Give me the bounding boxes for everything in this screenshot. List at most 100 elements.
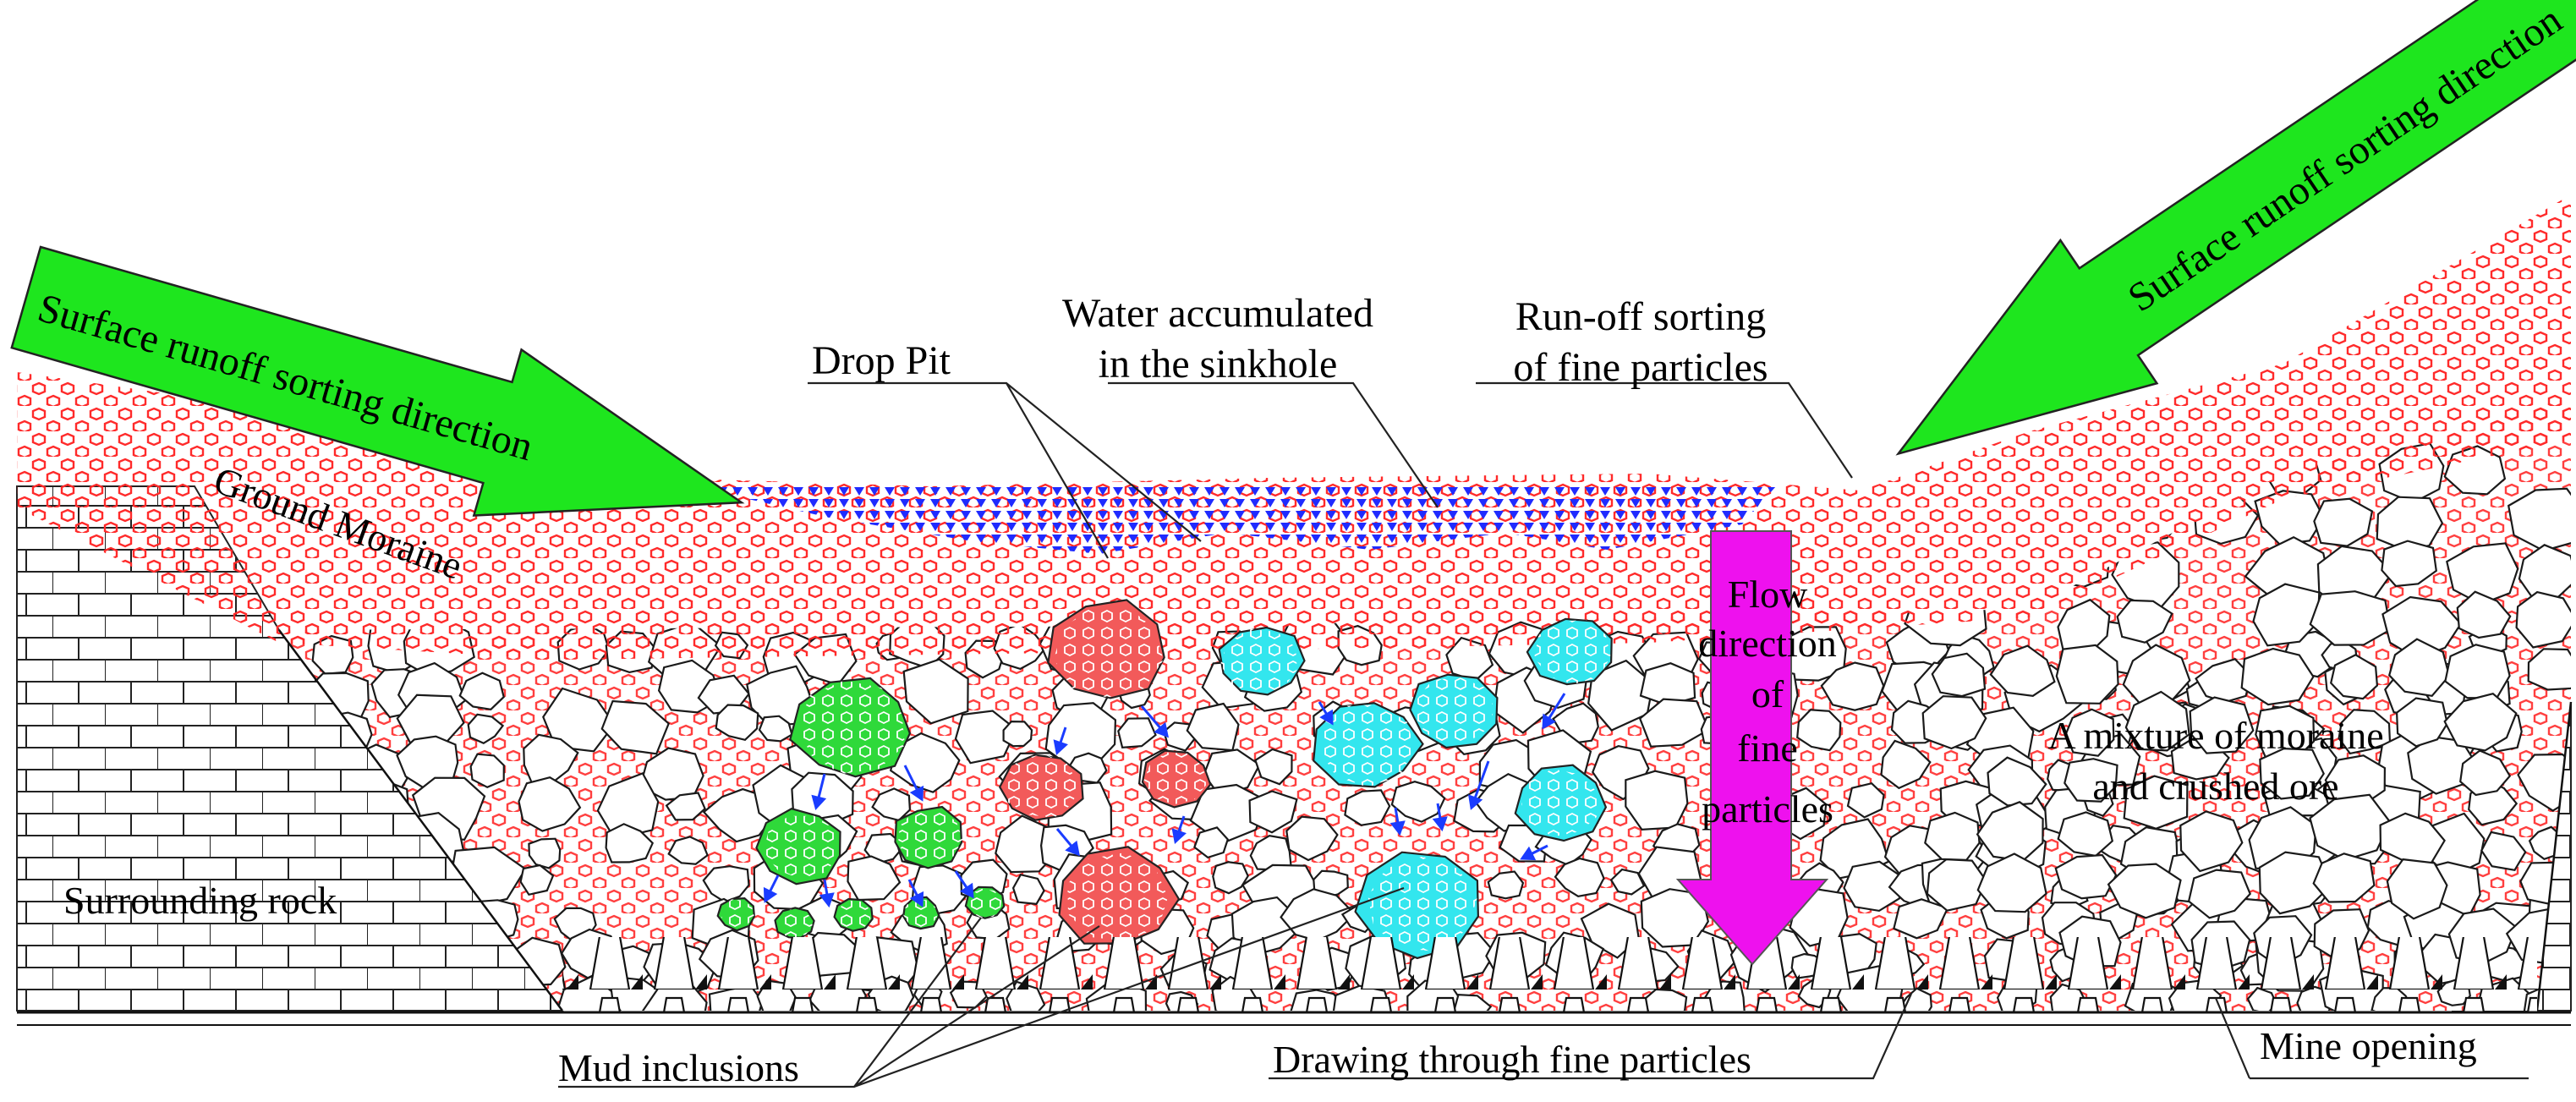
ore-rock xyxy=(1931,652,1987,698)
mud-inclusion-texture xyxy=(797,680,905,774)
ore-rock xyxy=(1987,756,2047,807)
ore-rock xyxy=(2189,696,2255,754)
ore-rock xyxy=(542,687,616,753)
mud-inclusion-texture xyxy=(837,900,871,930)
ore-rock xyxy=(1117,717,1157,748)
drawpoints xyxy=(17,937,2571,1026)
mud-inclusion-texture xyxy=(720,899,754,928)
flow-direction-arrow: Flow direction of fine particles xyxy=(1675,530,1837,966)
water-label-line2: in the sinkhole xyxy=(1099,342,1338,387)
ore-rock xyxy=(1843,860,1902,913)
ore-rock xyxy=(2527,648,2571,691)
ore-rock xyxy=(1186,702,1240,752)
flow-arrow-head xyxy=(909,891,924,907)
pit-outline xyxy=(277,629,2573,1012)
mud-inclusion-texture xyxy=(1220,628,1297,696)
ore-rock xyxy=(1189,783,1267,845)
ore-rock xyxy=(2179,810,2244,873)
ore-rock xyxy=(2395,697,2448,748)
ore-rock xyxy=(2407,736,2477,795)
ore-rock xyxy=(2312,853,2376,903)
mud-inclusion-texture xyxy=(1367,856,1477,952)
ore-rock xyxy=(667,836,709,865)
ore-rock xyxy=(2443,692,2518,752)
ore-rock xyxy=(1609,868,1646,896)
ore-rock xyxy=(2459,749,2512,797)
ore-rock xyxy=(1248,790,1298,834)
mud-inclusion-texture xyxy=(968,888,1002,918)
flow-arrow-head xyxy=(1389,820,1406,836)
ore-rock xyxy=(871,787,912,822)
ore-rock xyxy=(1002,720,1033,748)
ore-rock xyxy=(1926,858,1987,912)
ore-rock xyxy=(1193,826,1230,859)
runoff-label-line1: Run-off sorting xyxy=(1515,294,1766,339)
mixture-label-line1: A mixture of moraine xyxy=(2047,714,2383,757)
ore-rock xyxy=(518,776,582,832)
flow-arrow-head xyxy=(819,892,835,908)
ore-rock xyxy=(2515,590,2571,649)
ore-rock xyxy=(2444,644,2511,699)
flow-arrow-head xyxy=(1154,721,1170,738)
mud-inclusion-texture xyxy=(1320,705,1415,787)
ore-rock xyxy=(2313,497,2374,547)
ore-rock xyxy=(467,713,505,745)
flow-label-2: direction xyxy=(1698,622,1837,665)
ore-rock xyxy=(1820,661,1885,711)
ore-rock xyxy=(954,710,1018,765)
mud-inclusion-texture xyxy=(1143,752,1207,805)
flow-arrow-head xyxy=(909,785,924,802)
flow-arrow-head xyxy=(763,886,778,903)
ore-rock xyxy=(2338,709,2392,755)
ore-rock xyxy=(639,747,704,801)
flow-label-3: of xyxy=(1751,672,1784,715)
flow-arrow-head xyxy=(959,882,974,899)
ore-rock xyxy=(902,658,969,725)
mud-inclusions-label: Mud inclusions xyxy=(558,1046,799,1089)
ore-rock xyxy=(1976,801,2044,862)
ore-rock xyxy=(2124,690,2190,752)
ore-rock xyxy=(469,753,505,789)
mud-inclusion-texture xyxy=(1521,769,1599,836)
ore-rock xyxy=(1011,873,1045,906)
ore-rock xyxy=(596,772,660,840)
ore-rock xyxy=(1249,835,1292,871)
flow-label-1: Flow xyxy=(1728,573,1808,616)
ore-rock xyxy=(758,715,793,743)
flow-arrow-head xyxy=(1542,713,1556,730)
ore-rock xyxy=(665,792,706,821)
ore-rock xyxy=(1893,898,1949,940)
flow-label-4: fine xyxy=(1737,726,1798,770)
mud-inclusion-texture xyxy=(1004,754,1078,818)
ore-rock xyxy=(1212,861,1249,895)
surrounding-rock-label: Surrounding rock xyxy=(63,879,337,922)
ore-rock xyxy=(2507,487,2571,552)
particle-flow-arrows xyxy=(763,693,1566,908)
ore-rock xyxy=(2259,747,2325,800)
mud-inclusion-texture xyxy=(897,811,963,865)
ore-rock xyxy=(1924,811,1981,862)
ore-rock xyxy=(1344,789,1391,826)
flow-label-5: particles xyxy=(1702,787,1833,831)
mud-inclusion-texture xyxy=(777,909,813,939)
ore-rock xyxy=(2064,758,2118,803)
sinkhole-water xyxy=(693,486,1776,554)
ore-rock xyxy=(458,672,505,710)
ore-rock xyxy=(2329,654,2379,700)
ore-rock xyxy=(1846,781,1885,819)
ore-rock xyxy=(2064,708,2115,757)
ore-rock xyxy=(2456,590,2512,639)
ore-rock xyxy=(2057,811,2114,858)
ore-rock xyxy=(2480,831,2527,872)
leader-lines xyxy=(558,381,2529,1088)
ore-rock xyxy=(2116,599,2173,644)
ore-rock xyxy=(1976,853,2047,913)
flow-arrow-head xyxy=(1065,840,1080,857)
ore-rock xyxy=(1254,748,1293,786)
ore-rock xyxy=(2187,869,2251,919)
ore-rock xyxy=(1880,739,1932,790)
mud-inclusion-texture xyxy=(763,815,840,880)
water-label-line1: Water accumulated xyxy=(1062,291,1373,336)
ore-rock xyxy=(523,733,579,784)
ore-rock xyxy=(2255,705,2316,760)
